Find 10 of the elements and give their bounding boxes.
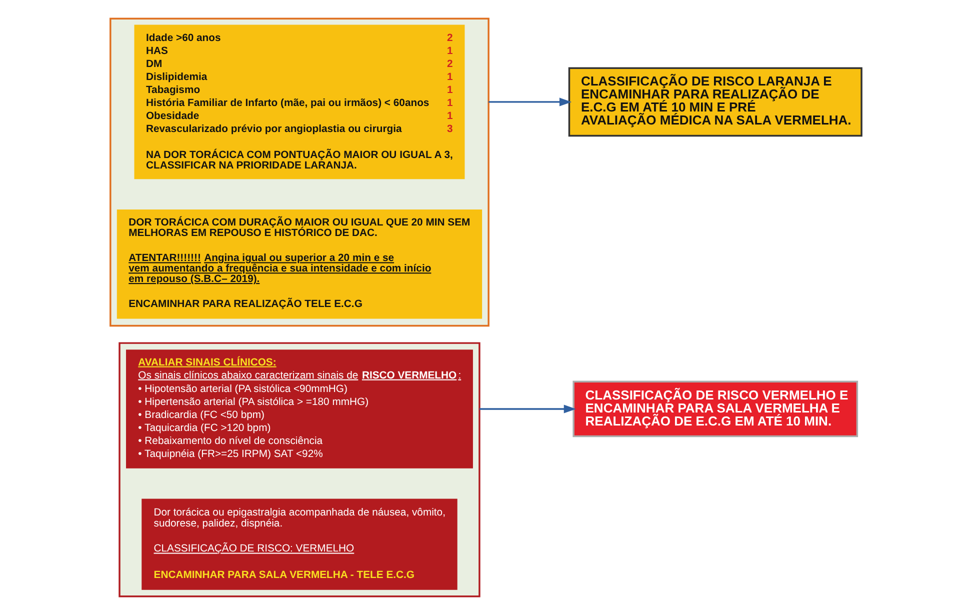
node-box: CLASSIFICAÇÃO DE RISCO VERMELHO E ENCAMINHAR PARA SALA VERMELHA E REALIZAÇÃO DE E.C.G EM ATÉ 10 MIN. [572, 380, 858, 438]
arrow [488, 98, 572, 106]
node-box: AVALIAR SINAIS CLÍNICOS: Os sinais clínicos abaixo caracterizam sinais de RISCO VERMELHO: • Hipotensão arterial (PA sistólica <90mmHG) • Hipertensão arterial (PA sistólica > =180 mmHG) • Bradicardia (FC <50 bpm) • Taquicardia (FC >120 bpm) • Rebaixamento do nível de consciência • Taquipnéia (FR>=25 IRPM) SAT <92% [126, 350, 473, 468]
cluster [118, 342, 480, 598]
node-box: DOR TORÁCICA COM DURAÇÃO MAIOR OU IGUAL QUE 20 MIN SEM MELHORAS EM REPOUSO E HISTÓRICO DE DAC. ATENTAR!!!!!!! Angina igual ou superior a 20 min e se vem aumentando a frequência e sua intensidade e com início em repouso (S.B.C– 2019). ENCAMINHAR PARA REALIZAÇÃO TELE E.C.G [116, 210, 482, 319]
cluster [110, 18, 490, 327]
node-box: Dor torácica ou epigastralgia acompanhada de náusea, vômito, sudorese, palidez, dispnéia. CLASSIFICAÇÃO DE RISCO: VERMELHO ENCAMINHAR PARA SALA VERMELHA - TELE E.C.G [142, 498, 458, 590]
node-box: CLASSIFICAÇÃO DE RISCO LARANJA E ENCAMINHAR PARA REALIZAÇÃO DE E.C.G EM ATÉ 10 MIN E PRÉ AVALIAÇÃO MÉDICA NA SALA VERMELHA. [568, 67, 862, 137]
arrow [479, 404, 576, 414]
node-box: Idade >60 anos 2 HAS 1 DM 2 Dislipidemia 1 Tabagismo 1 História Familiar de Infarto (mãe, pai ou irmãos) < 60anos 1 Obesidade 1 Revascularizado prévio por angioplastia ou cirurgia 3 NA DOR TORÁCICA COM PONTUAÇÃO MAIOR OU IGUAL A 3, CLASSIFICAR NA PRIORIDADE LARANJA. [134, 24, 465, 180]
